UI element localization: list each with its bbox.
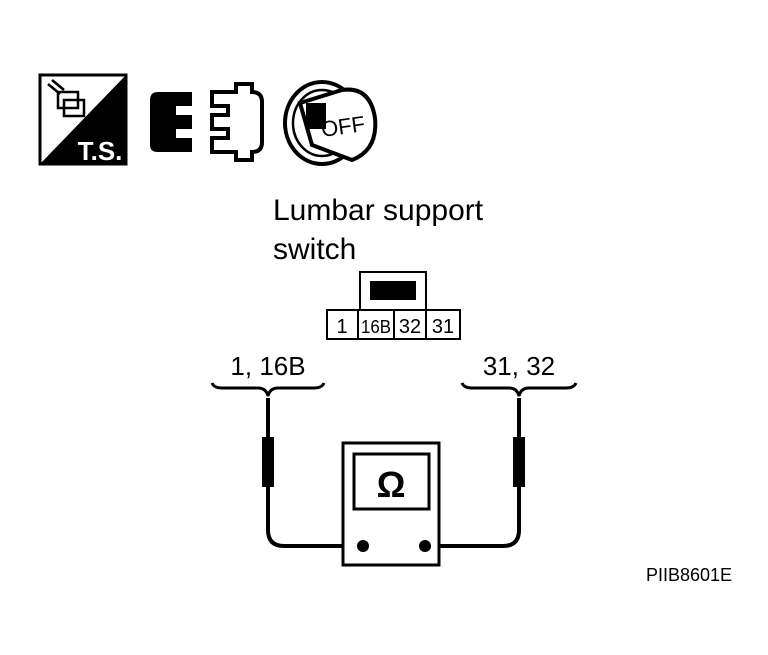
connector-face: 1 16B 32 31: [326, 271, 461, 340]
meter-terminal-left: [357, 540, 369, 552]
component-title-line2: switch: [273, 233, 356, 266]
right-brace: [460, 382, 578, 397]
figure-id: PIIB8601E: [646, 565, 732, 585]
ohmmeter-icon: Ω: [341, 441, 441, 567]
left-probe: [262, 398, 362, 548]
connector-icon: [150, 82, 264, 162]
left-probe-label: 1, 16B: [230, 351, 305, 381]
pin-label: 16B: [361, 317, 391, 337]
ignition-key-icon: OFF: [283, 80, 378, 166]
right-probe-label: 31, 32: [483, 351, 555, 381]
left-brace: [210, 382, 326, 397]
pin-label: 31: [432, 316, 454, 338]
component-title-line1: Lumbar support: [273, 194, 484, 227]
pin-label: 32: [399, 316, 421, 338]
right-probe: [426, 398, 525, 548]
ts-label: T.S.: [78, 136, 123, 166]
ts-icon: T.S.: [38, 73, 128, 166]
meter-terminal-right: [419, 540, 431, 552]
ohm-symbol: Ω: [377, 464, 406, 505]
pin-label: 1: [336, 316, 347, 338]
ignition-off-label: OFF: [319, 111, 366, 142]
